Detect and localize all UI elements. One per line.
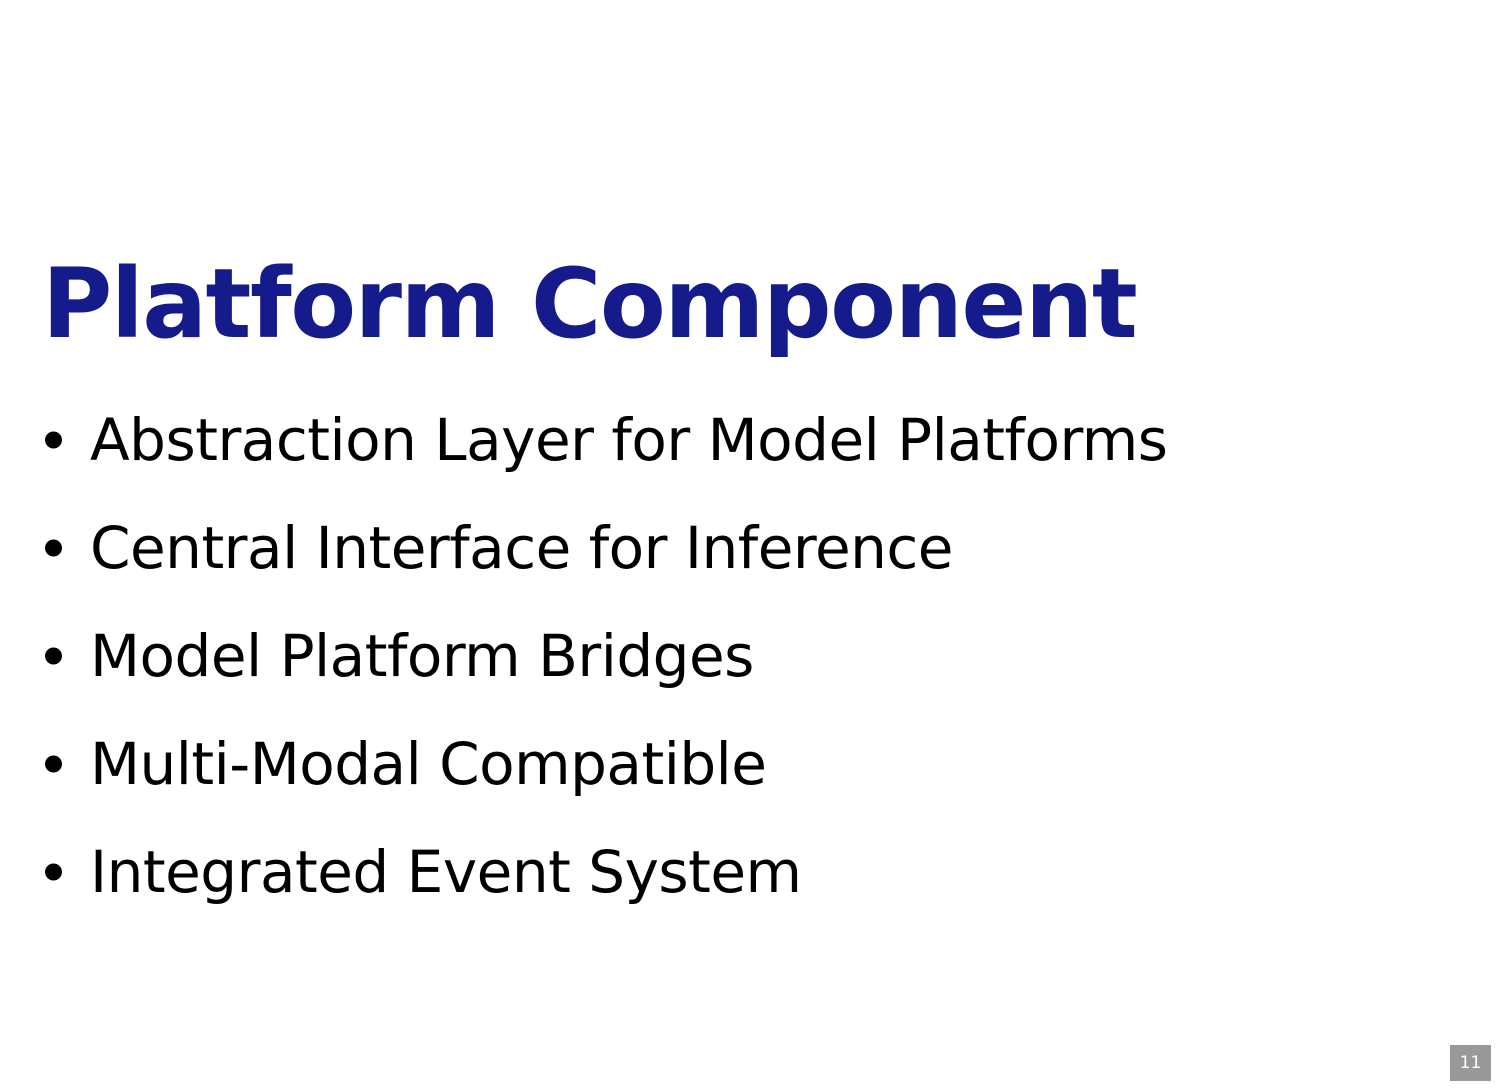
bullet-dot-icon [45,431,62,449]
bullet-list: Abstraction Layer for Model Platforms Ce… [44,386,1344,926]
bullet-item-label: Central Interface for Inference [90,514,953,582]
list-item: Abstraction Layer for Model Platforms [44,386,1344,494]
list-item: Multi-Modal Compatible [44,710,1344,818]
page-number-label: 11 [1459,1052,1482,1073]
list-item: Central Interface for Inference [44,494,1344,602]
bullet-dot-icon [45,647,62,665]
bullet-item-label: Model Platform Bridges [90,622,754,690]
list-item: Integrated Event System [44,818,1344,926]
bullet-dot-icon [45,755,62,773]
bullet-dot-icon [45,863,62,881]
bullet-item-label: Multi-Modal Compatible [90,730,767,798]
bullet-item-label: Integrated Event System [90,838,802,906]
list-item: Model Platform Bridges [44,602,1344,710]
page-number-badge: 11 [1450,1045,1491,1081]
bullet-item-label: Abstraction Layer for Model Platforms [90,406,1168,474]
bullet-dot-icon [45,539,62,557]
page-title: Platform Component [42,248,1138,361]
